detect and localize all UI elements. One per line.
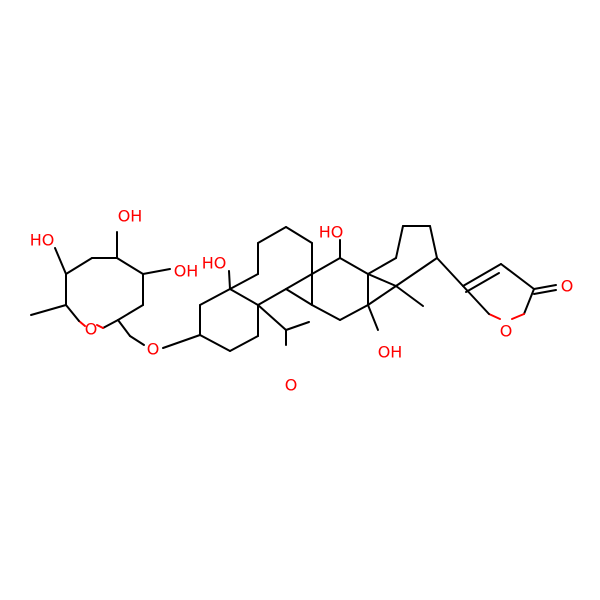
ho-c14-label: HO — [319, 223, 344, 242]
oh-sugar-right-label: OH — [174, 262, 199, 281]
o-aldehyde-label: O — [285, 376, 298, 395]
butenolide-ring — [436, 257, 557, 320]
o-glycosidic-label: O — [147, 340, 160, 359]
oh-c12-label: OH — [378, 343, 403, 362]
o-lactone-carbonyl-label: O — [561, 277, 574, 296]
o-ring-label: O — [85, 320, 98, 339]
o-lactone-ring-label: O — [500, 322, 513, 341]
ho-sugar-left-label: HO — [30, 231, 55, 250]
oh-sugar-top-label: OH — [118, 207, 143, 226]
sugar-ring — [30, 231, 201, 349]
ho-c5-label: HO — [202, 254, 227, 273]
atom-labels: OH HO OH O O HO HO OH O O O — [30, 207, 574, 395]
steroid-core — [199, 225, 438, 352]
